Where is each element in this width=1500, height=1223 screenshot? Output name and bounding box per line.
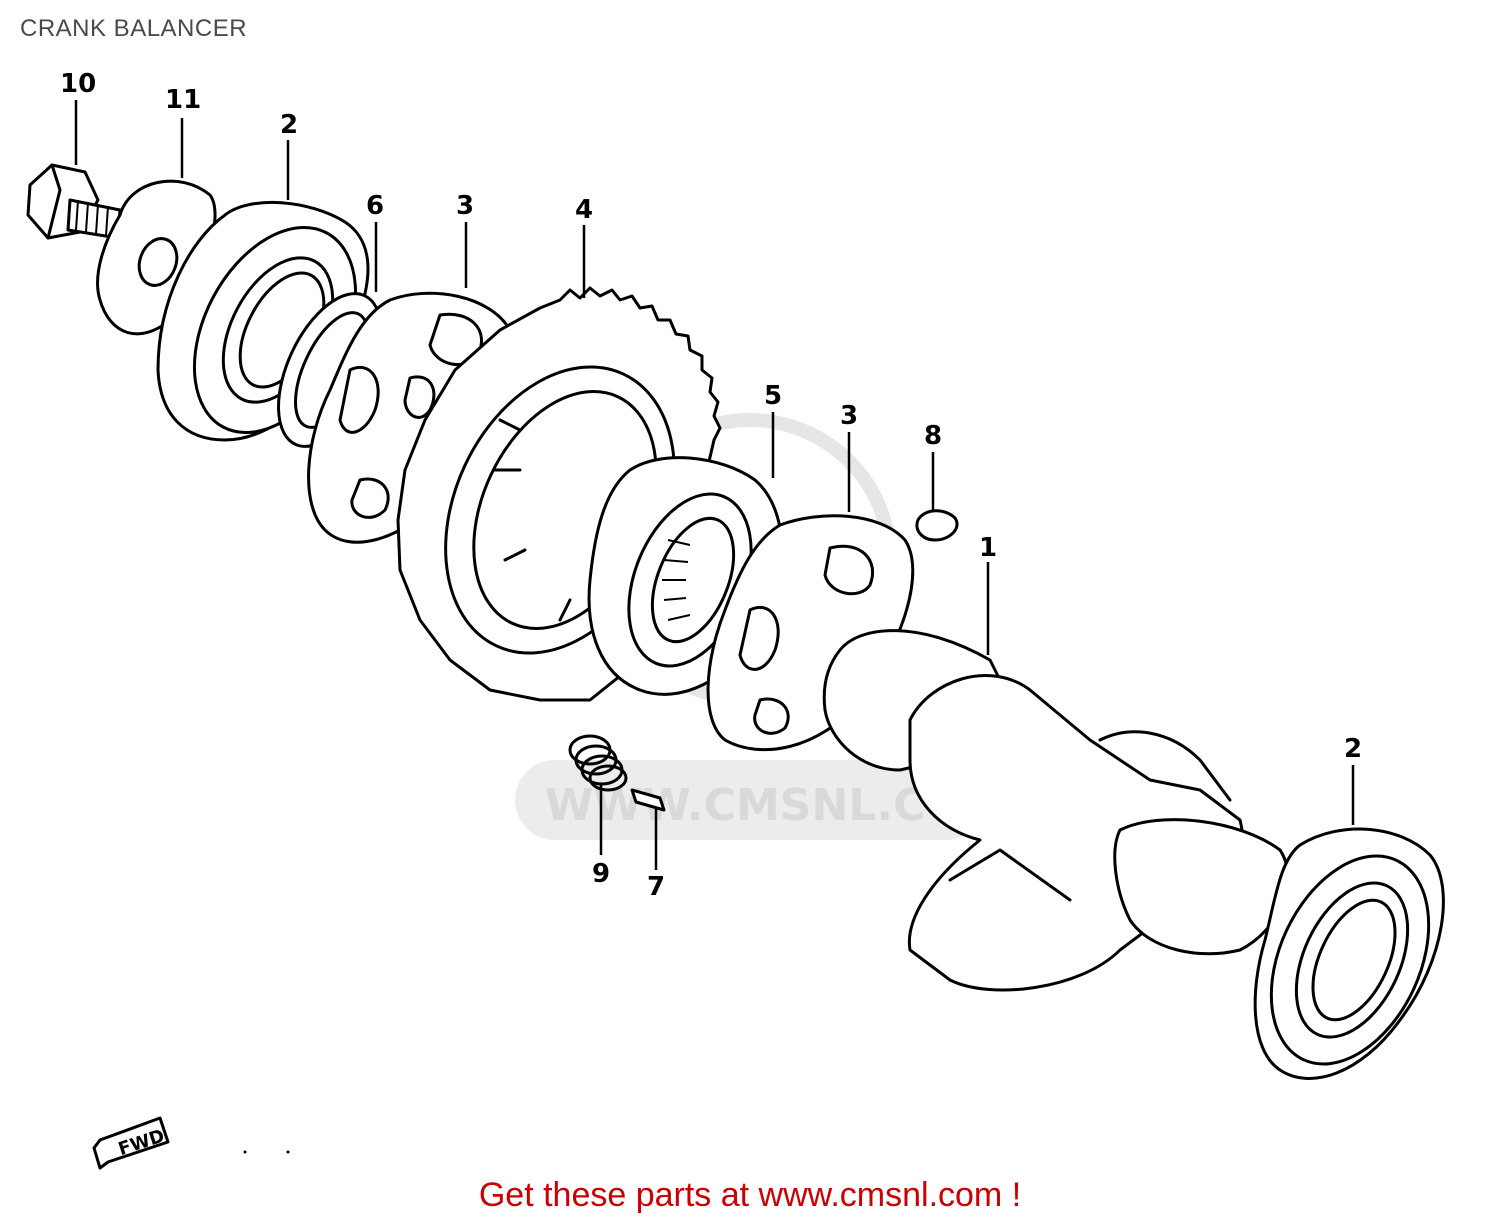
callout-6: 6 — [366, 191, 384, 221]
callout-labels: 10 11 2 6 3 4 5 3 8 1 2 9 7 — [60, 69, 1362, 902]
callout-2-left: 2 — [280, 110, 298, 140]
callout-10: 10 — [60, 69, 96, 99]
callout-3-left: 3 — [456, 191, 474, 221]
callout-4: 4 — [575, 195, 593, 225]
diagram-title: CRANK BALANCER — [20, 15, 248, 42]
callout-8: 8 — [924, 421, 942, 451]
part-10-bolt — [26, 163, 122, 240]
decorative-dots — [243, 1150, 290, 1154]
part-8-key — [915, 509, 959, 542]
part-1-balancer-shaft — [822, 629, 1290, 992]
part-7-pin — [630, 788, 666, 812]
callout-1: 1 — [979, 533, 997, 563]
watermark: WWW.CMSNL.COM — [515, 413, 1007, 840]
forward-direction-arrow: FWD — [92, 1116, 170, 1170]
callout-3-right: 3 — [840, 401, 858, 431]
part-2-bearing-right — [1253, 827, 1445, 1080]
callout-5: 5 — [764, 381, 782, 411]
footer-link-text[interactable]: Get these parts at www.cmsnl.com ! — [478, 1176, 1022, 1214]
callout-7: 7 — [647, 872, 665, 902]
leader-lines — [74, 100, 1355, 870]
callout-9: 9 — [592, 859, 610, 889]
part-9-spring — [568, 734, 628, 792]
callout-11: 11 — [165, 85, 201, 115]
callout-2-right: 2 — [1344, 734, 1362, 764]
